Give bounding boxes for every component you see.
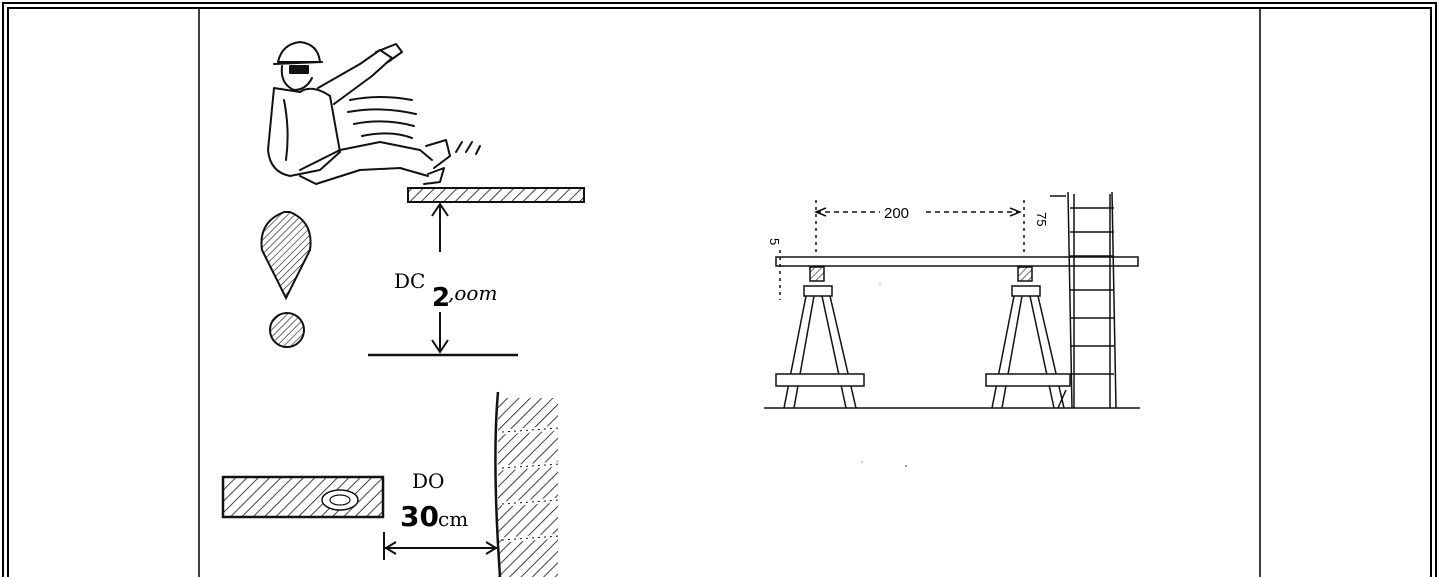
board-thickness-label: 5 (767, 238, 782, 245)
height-dimension (368, 202, 518, 357)
ladder-overhang-label: 75 (1034, 212, 1049, 226)
span-label: 200 (884, 205, 909, 222)
height-unit: ,oom (448, 281, 497, 305)
distance-unit: cm (438, 507, 468, 531)
gap-dimension (383, 532, 498, 560)
distance-value: 30 (400, 500, 439, 533)
board-section (221, 475, 385, 519)
warning-exclamation-icon (260, 211, 312, 348)
height-value: 2 (432, 283, 450, 313)
trestle-scaffold-drawing (764, 191, 1140, 409)
brick-wall (494, 391, 561, 577)
platform-plank (407, 187, 585, 203)
falling-worker-illustration (267, 41, 481, 185)
height-label-prefix: DC (394, 269, 425, 293)
distance-label: DO (412, 469, 444, 493)
